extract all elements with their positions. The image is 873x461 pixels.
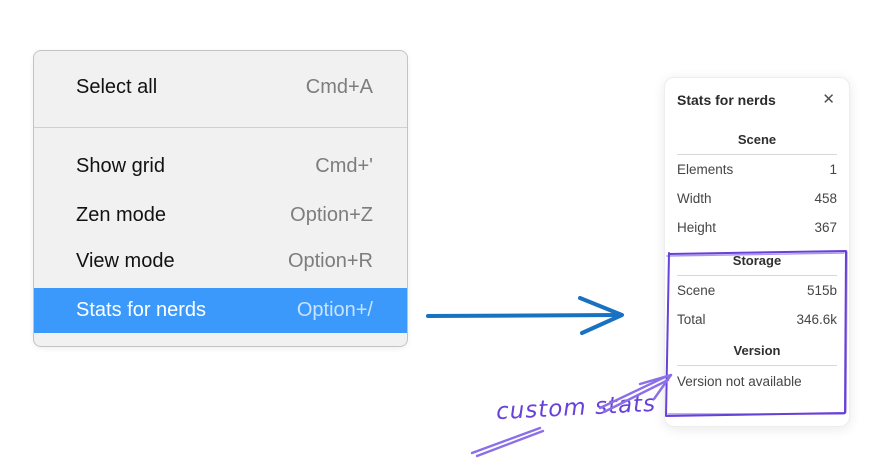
menu-item-zen-mode[interactable]: Zen mode Option+Z bbox=[34, 192, 407, 239]
stats-panel-titlebar: Stats for nerds ✕ bbox=[677, 91, 837, 108]
close-icon[interactable]: ✕ bbox=[822, 91, 835, 108]
section-divider bbox=[677, 154, 837, 155]
stat-row-width: Width 458 bbox=[677, 184, 837, 213]
menu-item-stats-for-nerds[interactable]: Stats for nerds Option+/ bbox=[34, 288, 407, 333]
stat-label: Total bbox=[677, 312, 706, 327]
menu-item-label: Select all bbox=[76, 75, 158, 98]
stat-row-height: Height 367 bbox=[677, 213, 837, 242]
stat-label: Scene bbox=[677, 283, 716, 298]
menu-item-shortcut: Cmd+' bbox=[315, 155, 373, 177]
context-menu: Select all Cmd+A Show grid Cmd+' Zen mod… bbox=[33, 50, 408, 347]
section-heading-version: Version bbox=[733, 343, 781, 358]
blue-arrow bbox=[426, 296, 624, 335]
stat-value: 458 bbox=[814, 191, 837, 206]
stat-label: Elements bbox=[677, 162, 734, 177]
section-divider bbox=[677, 365, 837, 366]
menu-item-label: Stats for nerds bbox=[76, 299, 207, 321]
stat-value: 1 bbox=[829, 162, 837, 177]
menu-item-select-all[interactable]: Select all Cmd+A bbox=[34, 64, 407, 110]
custom-stats-annotation-label: custom stats bbox=[495, 390, 657, 426]
menu-item-label: Zen mode bbox=[76, 204, 167, 226]
stat-value: 515b bbox=[806, 283, 837, 298]
stats-panel: Stats for nerds ✕ Scene Elements 1 Width… bbox=[664, 77, 850, 427]
menu-item-shortcut: Option+/ bbox=[296, 299, 373, 321]
menu-item-shortcut: Option+R bbox=[287, 250, 373, 272]
stat-row-total-storage: Total 346.6k bbox=[677, 305, 837, 334]
menu-separator bbox=[34, 127, 407, 128]
menu-item-label: Show grid bbox=[76, 155, 165, 177]
menu-item-view-mode[interactable]: View mode Option+R bbox=[34, 238, 407, 285]
stat-label: Width bbox=[677, 191, 712, 206]
stat-value: 367 bbox=[814, 220, 837, 235]
stat-label: Height bbox=[677, 220, 717, 235]
section-heading-scene: Scene bbox=[737, 132, 777, 147]
version-note: Version not available bbox=[677, 374, 802, 389]
menu-item-show-grid[interactable]: Show grid Cmd+' bbox=[34, 143, 407, 190]
stat-row-elements: Elements 1 bbox=[677, 155, 837, 184]
section-heading-storage: Storage bbox=[732, 253, 782, 268]
stat-row-scene-storage: Scene 515b bbox=[677, 276, 837, 305]
menu-item-shortcut: Option+Z bbox=[290, 204, 373, 226]
menu-item-label: View mode bbox=[76, 250, 175, 272]
menu-item-shortcut: Cmd+A bbox=[305, 75, 373, 98]
stats-panel-title: Stats for nerds bbox=[677, 91, 776, 108]
stat-value: 346.6k bbox=[796, 312, 837, 327]
